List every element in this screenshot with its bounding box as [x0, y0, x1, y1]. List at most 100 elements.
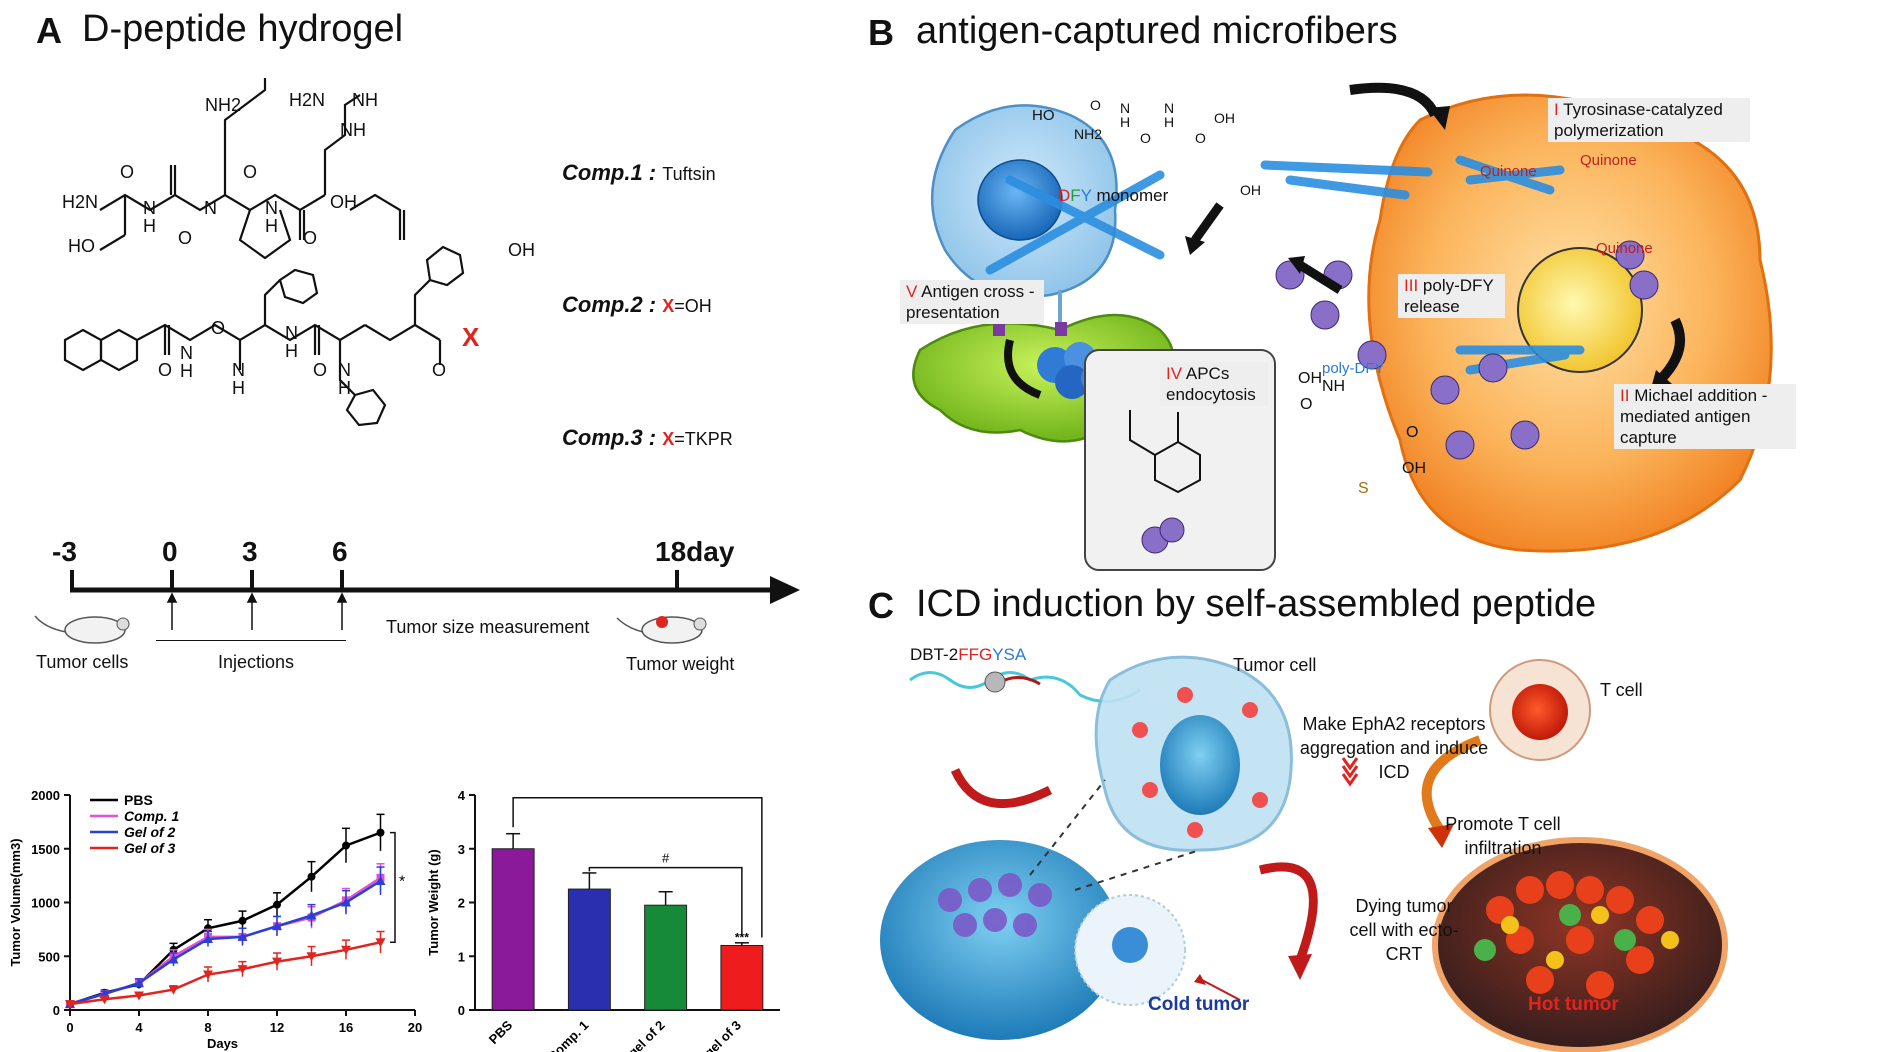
compound-1-desc: Tuftsin [662, 164, 716, 184]
timeline-label-measurement: Tumor size measurement [386, 617, 590, 637]
bar-y-tick-label: 0 [458, 1003, 465, 1018]
compound-2-x: X [662, 296, 675, 316]
line-series-3 [69, 941, 381, 1006]
timeline-label-tumor-cells: Tumor cells [36, 652, 129, 672]
line-x-tick-label: 8 [204, 1020, 211, 1035]
timeline-tick-18-value: 18 [655, 536, 687, 567]
mol-label-o-a: O [158, 360, 173, 380]
quinone-label-3: Quinone [1596, 240, 1653, 257]
mouse-icon [34, 615, 130, 644]
inset-s: S [1358, 480, 1369, 497]
bar-category-label: PBS [486, 1017, 516, 1047]
bar-3 [720, 945, 764, 1011]
c-label-epha2: Make EphA2 receptors aggregation and ind… [1299, 714, 1489, 782]
panel-a-letter: A [36, 10, 62, 51]
b-mol-n2: N [1164, 100, 1175, 116]
step-ii-label: II Michael addition -mediated antigen ca… [1614, 384, 1796, 449]
mol-label-n3: N [265, 198, 278, 218]
line-significance-bracket [390, 831, 396, 944]
inset-oh: OH [1298, 370, 1322, 387]
peptide-ysa: YSA [992, 645, 1027, 664]
bar-category-label: Comp. 1 [545, 1018, 592, 1052]
bar-y-tick-label: 1 [458, 949, 465, 964]
naphthyl-peptide-structure [63, 245, 465, 427]
dfy-d: D [1058, 186, 1071, 205]
step-ii-text: Michael addition -mediated antigen captu… [1620, 386, 1768, 447]
b-mol-h2: H [1164, 114, 1175, 130]
peptide-ffg: FFG [958, 645, 993, 664]
line-legend-label: Gel of 2 [124, 824, 176, 840]
timeline-tick-3: 3 [242, 536, 258, 567]
mol-label-n-d: N [338, 360, 351, 380]
mol-label-o-b: O [211, 318, 226, 338]
dfy-suffix: monomer [1091, 186, 1169, 205]
inset-o-top: O [1406, 424, 1419, 441]
mol-label-oh-top: OH [508, 240, 535, 260]
panel-c-title: ICD induction by self-assembled peptide [916, 583, 1597, 625]
timeline-tick-0: 0 [162, 536, 178, 567]
line-series-1 [69, 876, 382, 1006]
c-label-tumor-cell: Tumor cell [1233, 655, 1317, 675]
b-mol-o1: O [1090, 97, 1101, 113]
b-mol-nh2: NH2 [1074, 126, 1103, 142]
line-point [273, 900, 281, 909]
timeline-label-weight: Tumor weight [626, 654, 735, 674]
compound-2-label: Comp.2 : X=OH [562, 292, 712, 318]
mol-label-n-b: N [232, 360, 245, 380]
line-series-0 [69, 831, 381, 1006]
injections-bracket [156, 640, 346, 641]
mol-label-o-d: O [432, 360, 447, 380]
step-v-label: V Antigen cross -presentation [900, 280, 1044, 324]
line-legend-label: Comp. 1 [124, 808, 179, 824]
mol-label-h2n-left: H2N [62, 192, 99, 212]
inset-poly-dfy: poly-DFY [1322, 360, 1385, 377]
compound-3-desc: =TKPR [674, 429, 733, 449]
compound-2-name: Comp.2 : [562, 292, 657, 317]
step-iii-num: III [1404, 276, 1419, 295]
mol-label-o-c: O [313, 360, 328, 380]
compound-3-label: Comp.3 : X=TKPR [562, 425, 733, 451]
timeline-tick-18: 18day [655, 536, 734, 568]
b-mol-h1: H [1120, 114, 1131, 130]
mol-label-o4: O [303, 228, 318, 248]
mol-label-nh2-top: NH2 [205, 95, 242, 115]
line-point [272, 957, 282, 967]
timeline-unit: day [686, 536, 735, 567]
dfy-y: Y [1080, 186, 1092, 205]
mol-label-ho-left: HO [68, 236, 95, 256]
line-point [306, 952, 317, 962]
bar-y-tick-label: 2 [458, 896, 465, 911]
step-iii-label: III poly-DFY release [1398, 274, 1505, 318]
b-mol-o3: O [1195, 130, 1206, 146]
dfy-monomer-label: DFY monomer [1058, 186, 1168, 206]
step-i-label: I Tyrosinase-catalyzed polymerization [1548, 98, 1750, 142]
timeline-tick-neg3: -3 [52, 536, 77, 567]
step-iv-num: IV [1166, 364, 1183, 383]
timeline-tick-6: 6 [332, 536, 348, 567]
b-mol-oh2: OH [1240, 182, 1261, 198]
mol-label-o2: O [178, 228, 193, 248]
peptide-prefix: DBT-2 [910, 645, 959, 664]
line-point [134, 978, 144, 988]
line-point [375, 938, 386, 948]
line-x-tick-label: 20 [408, 1020, 422, 1035]
compound-3-name: Comp.3 : [562, 425, 657, 450]
peptide-label: DBT-2FFGYSA [910, 645, 1026, 665]
panel-b-letter: B [868, 12, 894, 53]
inset-nh: NH [1322, 378, 1346, 395]
step-iv-label: IV APCs endocytosis [1160, 362, 1268, 406]
line-point [237, 965, 248, 975]
mol-label-n-a: N [180, 343, 193, 363]
step-v-text: Antigen cross -presentation [906, 282, 1035, 322]
compound-2-desc: =OH [674, 296, 712, 316]
line-x-label: Days [207, 1036, 238, 1051]
bar-y-tick-label: 4 [458, 788, 466, 803]
bar-bracket-pbs [512, 796, 763, 938]
bar-annotation-hash: # [662, 851, 670, 866]
c-label-cold-tumor: Cold tumor [1148, 994, 1250, 1015]
inset-oh2: OH [1402, 460, 1426, 477]
line-point [65, 1000, 75, 1010]
b-mol-ho: HO [1032, 107, 1055, 124]
